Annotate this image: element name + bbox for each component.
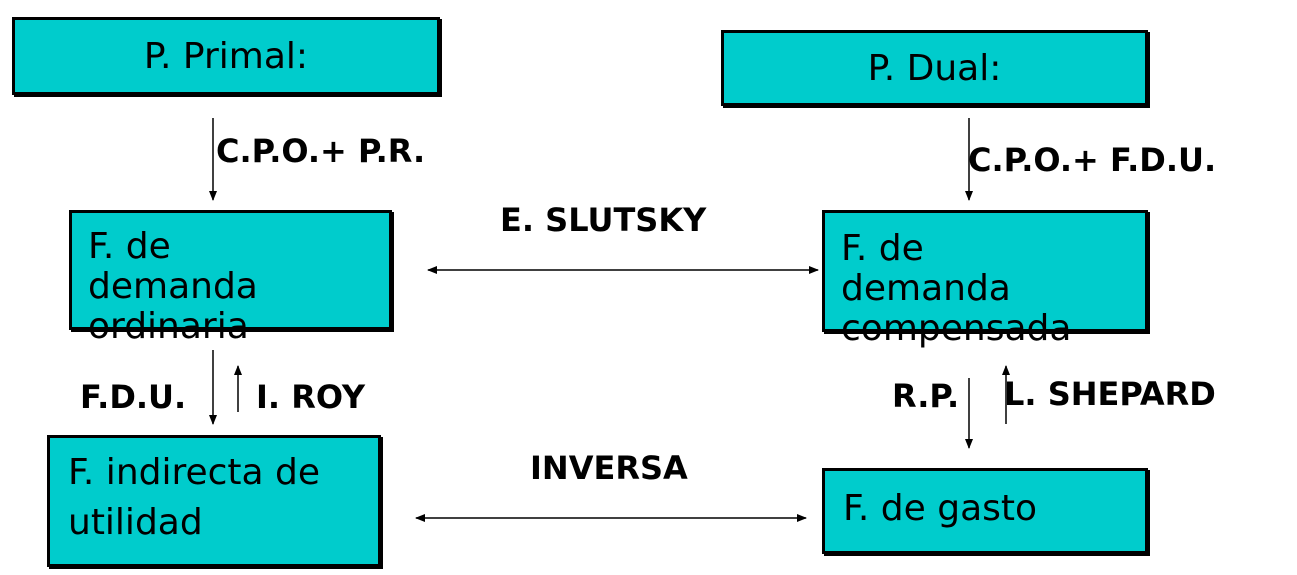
primal-box: P. Primal: [12,17,440,95]
indirecta-utilidad-box: F. indirecta de utilidad [47,435,381,567]
demanda-ordinaria-line1: F. de [88,226,171,267]
gasto-label: F. de gasto [843,488,1038,529]
demanda-ordinaria-line3: ordinaria [88,306,249,347]
label-inversa: INVERSA [530,449,688,487]
label-cpo-fdu: C.P.O.+ F.D.U. [968,141,1217,179]
demanda-compensada-box: F. de demanda compensada [822,210,1148,349]
demanda-compensada-line3: compensada [841,308,1072,349]
label-fdu: F.D.U. [80,378,187,416]
primal-label: P. Primal: [143,36,309,77]
label-rp: R.P. [892,377,960,415]
dual-label: P. Dual: [867,48,1002,89]
gasto-box: F. de gasto [822,468,1148,554]
indirecta-utilidad-line2: utilidad [68,502,203,543]
label-shepard: L. SHEPARD [1004,375,1216,413]
indirecta-utilidad-line1: F. indirecta de [68,452,321,493]
demanda-compensada-line1: F. de [841,228,924,269]
label-slutsky: E. SLUTSKY [500,201,707,239]
label-roy: I. ROY [256,378,366,416]
demanda-compensada-line2: demanda [841,268,1011,309]
demanda-ordinaria-box: F. de demanda ordinaria [69,210,392,347]
demanda-ordinaria-line2: demanda [88,266,258,307]
label-cpo-pr: C.P.O.+ P.R. [216,132,426,170]
dual-box: P. Dual: [721,30,1148,106]
